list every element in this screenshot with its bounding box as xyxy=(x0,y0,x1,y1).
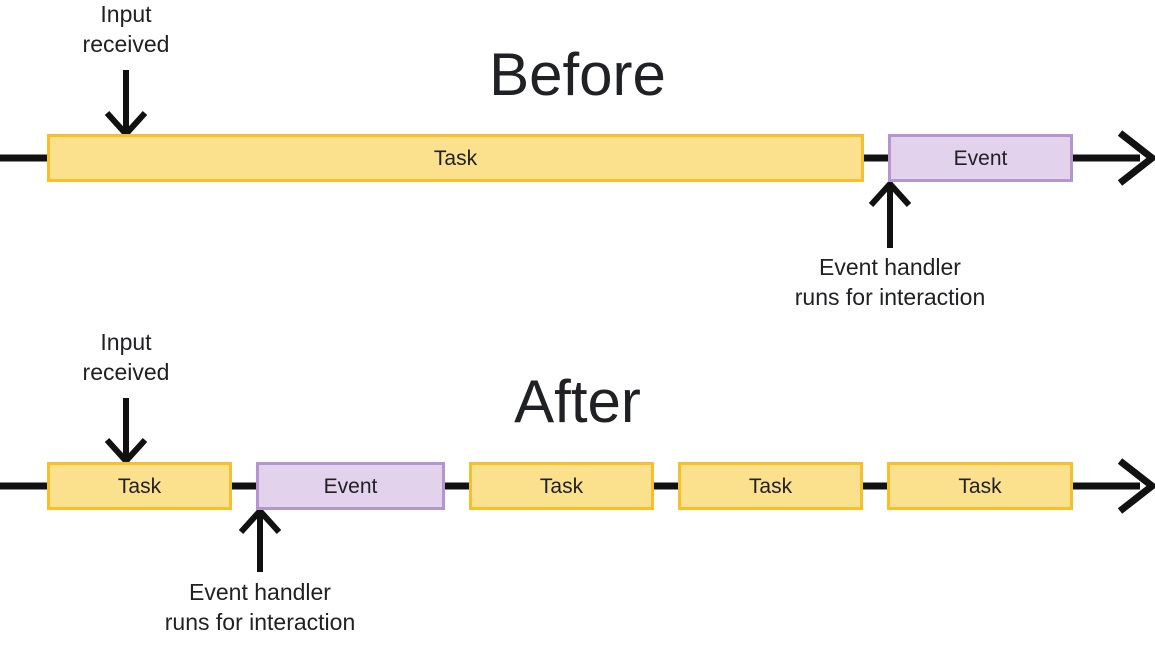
after-event-block: Event xyxy=(256,462,445,510)
after-event-handler-label: Event handler runs for interaction xyxy=(164,579,356,635)
before-section-title: Before xyxy=(489,41,666,108)
before-event-block-label: Event xyxy=(953,146,1008,170)
before-timeline-arrowhead-icon xyxy=(1117,130,1155,186)
after-input-arrowhead-icon xyxy=(104,437,148,466)
after-task-block-4-label: Task xyxy=(958,474,1002,498)
before-task-block: Task xyxy=(47,134,864,182)
after-task-block-1-label: Task xyxy=(117,474,162,498)
after-task-block-1: Task xyxy=(47,462,232,510)
after-input-received-label: Input received xyxy=(82,329,170,385)
after-task-block-3: Task xyxy=(678,462,863,510)
after-event-block-label: Event xyxy=(323,474,378,498)
before-event-handler-label: Event handler runs for interaction xyxy=(794,254,986,310)
before-input-received-label: Input received xyxy=(82,1,170,57)
before-event-block: Event xyxy=(888,134,1073,182)
after-section-title: After xyxy=(514,368,641,435)
after-task-block-2-label: Task xyxy=(539,474,584,498)
after-handler-arrowhead-icon xyxy=(238,506,282,535)
before-task-block-label: Task xyxy=(433,146,478,170)
after-task-block-2: Task xyxy=(469,462,654,510)
after-task-block-4: Task xyxy=(887,462,1073,510)
before-handler-arrowhead-icon xyxy=(868,179,912,208)
after-timeline-arrowhead-icon xyxy=(1117,458,1155,514)
after-task-block-3-label: Task xyxy=(748,474,793,498)
